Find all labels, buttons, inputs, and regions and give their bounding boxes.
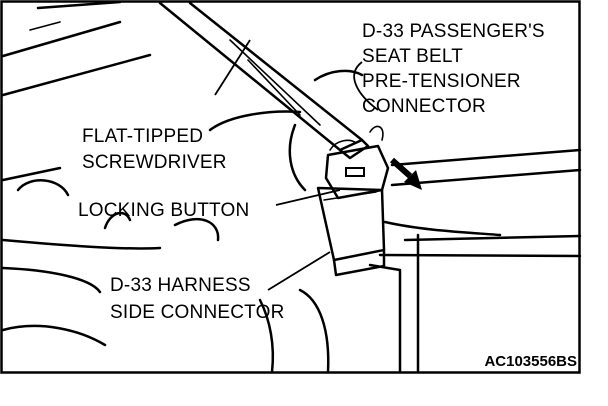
label-screwdriver-line-2: SCREWDRIVER [82,152,227,173]
label-harness-line-2: SIDE CONNECTOR [110,302,285,323]
screwdriver-shape [158,1,370,160]
label-harness: D-33 HARNESS SIDE CONNECTOR [110,275,285,323]
label-connector-line-4: CONNECTOR [362,96,486,117]
harness-connector-shape [316,186,386,277]
label-screwdriver: FLAT-TIPPED SCREWDRIVER [82,126,227,173]
direction-arrow [390,157,422,190]
label-connector-line-1: D-33 PASSENGER'S [362,21,545,42]
vehicle-body-panels [1,0,582,374]
label-screwdriver-line-1: FLAT-TIPPED [82,126,203,147]
figure-frame [0,0,581,374]
leader-lines [214,39,379,291]
label-harness-line-1: D-33 HARNESS [110,275,251,296]
label-connector-line-2: SEAT BELT [362,46,463,67]
label-connector-line-3: PRE-TENSIONER [362,71,521,92]
label-locking-button: LOCKING BUTTON [78,200,249,221]
label-connector: D-33 PASSENGER'S SEAT BELT PRE-TENSIONER… [362,21,545,117]
figure-code: AC103556BS [484,353,577,370]
